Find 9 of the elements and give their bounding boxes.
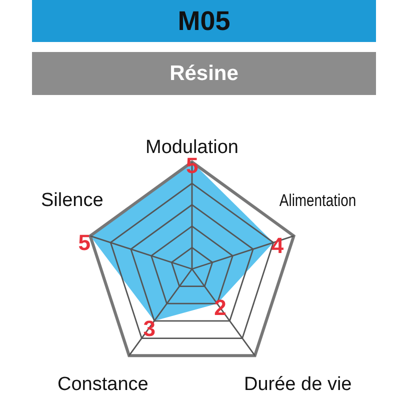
axis-label: Modulation	[146, 138, 238, 156]
axis-label: Alimentation	[279, 192, 356, 208]
subtitle-banner: Résine	[32, 52, 376, 95]
axis-label: Durée de vie	[244, 374, 352, 394]
value-label: 5	[78, 232, 90, 254]
title-banner: M05	[32, 0, 376, 42]
axis-label: Constance	[58, 374, 148, 394]
value-label: 5	[186, 155, 198, 177]
axis-label: Silence	[41, 190, 104, 210]
